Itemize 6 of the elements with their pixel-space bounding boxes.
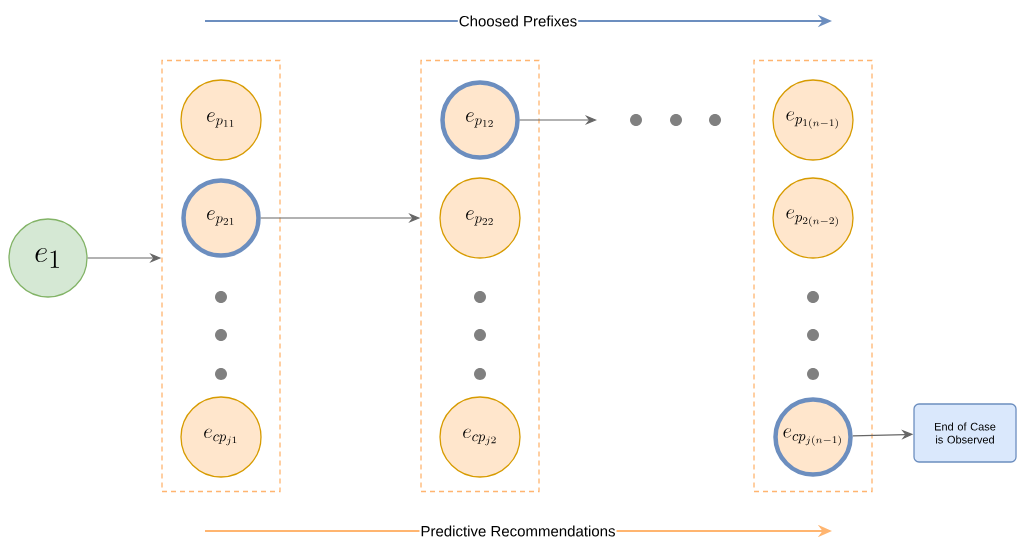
direction-label: Choosed Prefixes	[457, 14, 579, 28]
direction-label: Predictive Recommendations	[419, 524, 617, 538]
dashed-column-box	[753, 59, 873, 493]
end-box: End of Case is Observed	[913, 403, 1017, 463]
dashed-column-box	[420, 59, 540, 493]
dashed-column-box	[161, 59, 281, 493]
